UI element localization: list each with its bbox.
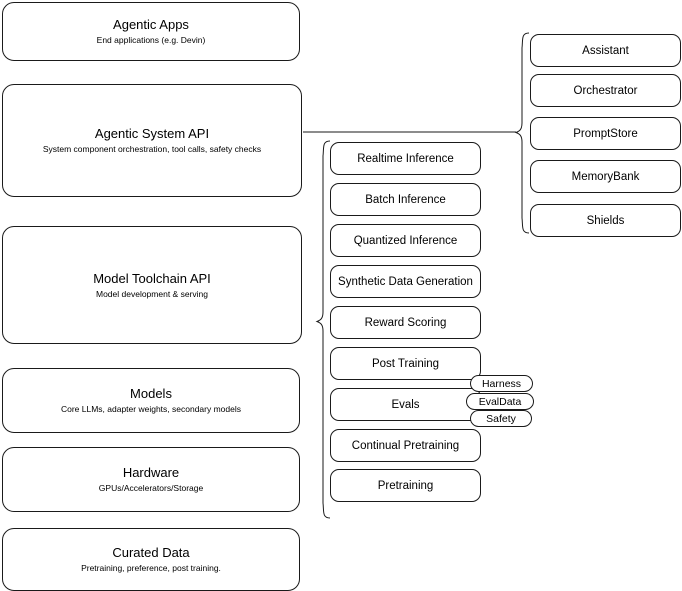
evals-subcomponent-evaldata[interactable]: EvalData [466,393,534,410]
capability-post-training[interactable]: Post Training [330,347,481,380]
component-label: Orchestrator [573,84,638,97]
evals-subcomponent-harness[interactable]: Harness [470,375,533,392]
component-label: MemoryBank [571,170,640,183]
layer-subtitle: System component orchestration, tool cal… [42,144,262,154]
brace-toolchain-capabilities [315,140,331,519]
layer-title: Curated Data [112,545,190,560]
capability-label: Pretraining [377,479,434,492]
capability-label: Continual Pretraining [351,439,460,452]
evals-subcomponent-label: EvalData [478,395,522,408]
brace-system-components [514,32,530,234]
capability-label: Quantized Inference [353,234,458,247]
capability-label: Reward Scoring [364,316,447,329]
layer-subtitle: Pretraining, preference, post training. [81,563,221,573]
layer-title: Hardware [122,465,180,480]
capability-quantized-inference[interactable]: Quantized Inference [330,224,481,257]
component-label: PromptStore [573,127,638,140]
capability-continual-pretraining[interactable]: Continual Pretraining [330,429,481,462]
layer-title: Agentic System API [94,126,210,141]
evals-subcomponent-label: Harness [481,377,522,390]
component-shields[interactable]: Shields [530,204,681,237]
layer-models[interactable]: Models Core LLMs, adapter weights, secon… [2,368,300,433]
capability-label: Evals [391,398,420,411]
layer-hardware[interactable]: Hardware GPUs/Accelerators/Storage [2,447,300,512]
component-memorybank[interactable]: MemoryBank [530,160,681,193]
layer-subtitle: Model development & serving [96,288,208,299]
component-assistant[interactable]: Assistant [530,34,681,67]
component-orchestrator[interactable]: Orchestrator [530,74,681,107]
layer-title: Agentic Apps [113,17,189,32]
layer-model-toolchain-api[interactable]: Model Toolchain API Model development & … [2,226,302,344]
capability-reward-scoring[interactable]: Reward Scoring [330,306,481,339]
layer-title: Models [130,386,172,401]
capability-pretraining[interactable]: Pretraining [330,469,481,502]
layer-subtitle: Core LLMs, adapter weights, secondary mo… [60,404,241,414]
evals-subcomponent-safety[interactable]: Safety [470,410,532,427]
capability-realtime-inference[interactable]: Realtime Inference [330,142,481,175]
capability-label: Synthetic Data Generation [338,275,473,288]
layer-title: Model Toolchain API [93,270,211,286]
layer-curated-data[interactable]: Curated Data Pretraining, preference, po… [2,528,300,591]
component-label: Shields [586,214,625,227]
capability-evals[interactable]: Evals [330,388,481,421]
layer-agentic-apps[interactable]: Agentic Apps End applications (e.g. Devi… [2,2,300,61]
layer-subtitle: GPUs/Accelerators/Storage [98,483,204,493]
component-label: Assistant [582,44,629,57]
capability-batch-inference[interactable]: Batch Inference [330,183,481,216]
evals-subcomponent-label: Safety [486,412,516,425]
capability-label: Batch Inference [365,193,446,206]
capability-synthetic-data-generation[interactable]: Synthetic Data Generation [330,265,481,298]
layer-agentic-system-api[interactable]: Agentic System API System component orch… [2,84,302,197]
capability-label: Post Training [371,357,440,370]
capability-label: Realtime Inference [357,152,454,165]
layer-subtitle: End applications (e.g. Devin) [96,35,206,45]
component-promptstore[interactable]: PromptStore [530,117,681,150]
